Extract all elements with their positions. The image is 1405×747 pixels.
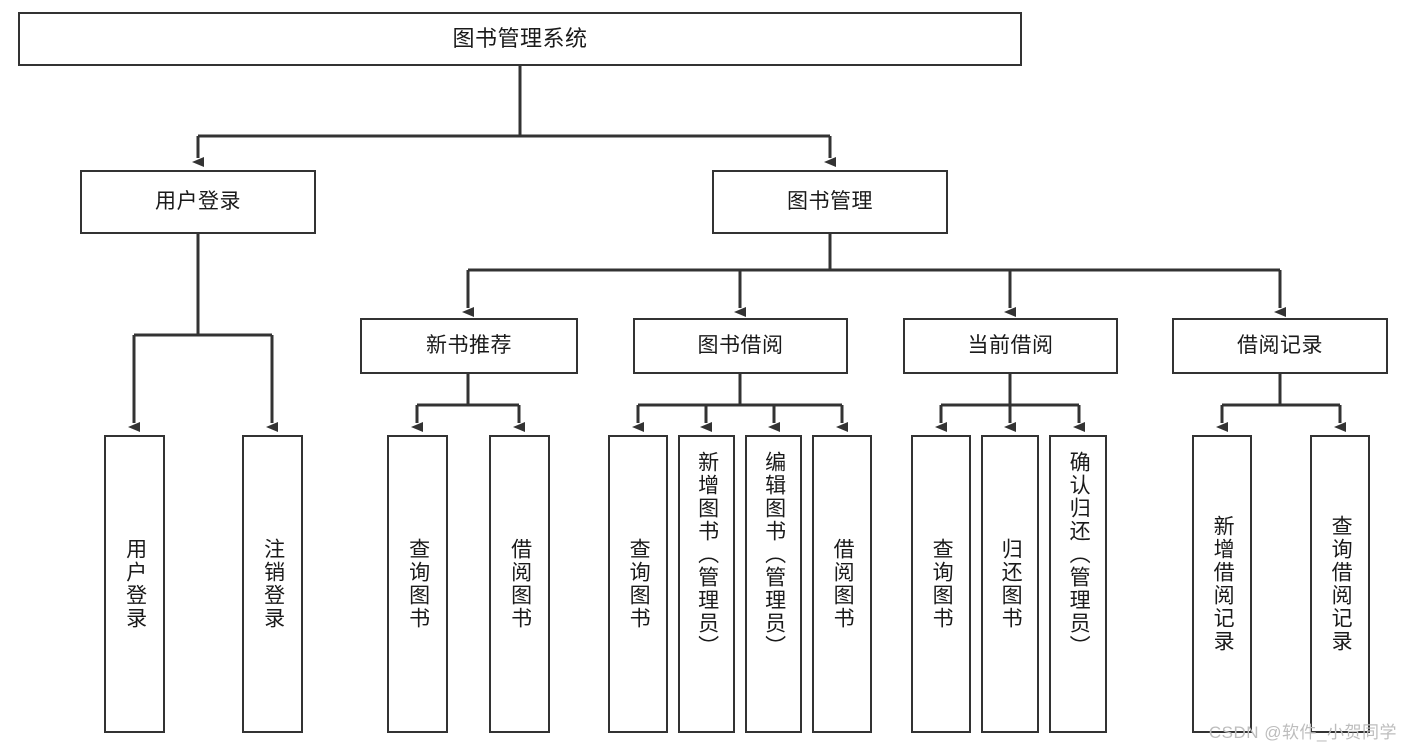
node-leaf-borrow-book-nb[interactable]: 借阅图书 (489, 435, 550, 733)
node-leaf-edit-book-label: 编辑图书（管理员） (762, 451, 786, 658)
node-leaf-logout-label: 注销登录 (261, 538, 285, 630)
node-book-borrow[interactable]: 图书借阅 (633, 318, 848, 374)
node-leaf-return-book-label: 归还图书 (999, 538, 1023, 630)
node-leaf-query-record-label: 查询借阅记录 (1329, 515, 1353, 653)
node-leaf-user-login[interactable]: 用户登录 (104, 435, 165, 733)
node-leaf-query-book-bb[interactable]: 查询图书 (608, 435, 668, 733)
node-leaf-add-record[interactable]: 新增借阅记录 (1192, 435, 1252, 733)
node-book-borrow-label: 图书借阅 (697, 334, 784, 358)
node-user-login-label: 用户登录 (155, 190, 241, 214)
node-root-label: 图书管理系统 (452, 25, 588, 51)
node-leaf-query-book-nb-label: 查询图书 (406, 538, 430, 630)
node-leaf-query-book-cb-label: 查询图书 (930, 538, 954, 630)
node-root[interactable]: 图书管理系统 (18, 12, 1022, 66)
node-new-book-recommend-label: 新书推荐 (426, 334, 512, 358)
node-current-borrow[interactable]: 当前借阅 (903, 318, 1118, 374)
node-leaf-query-book-bb-label: 查询图书 (627, 538, 651, 630)
node-leaf-confirm-return[interactable]: 确认归还（管理员） (1049, 435, 1107, 733)
node-leaf-query-book-cb[interactable]: 查询图书 (911, 435, 971, 733)
node-leaf-confirm-return-label: 确认归还（管理员） (1067, 451, 1091, 658)
node-leaf-borrow-book-nb-label: 借阅图书 (508, 538, 532, 630)
node-leaf-user-login-label: 用户登录 (123, 538, 147, 630)
node-current-borrow-label: 当前借阅 (967, 334, 1054, 358)
node-user-login[interactable]: 用户登录 (80, 170, 316, 234)
node-leaf-edit-book[interactable]: 编辑图书（管理员） (745, 435, 802, 733)
node-leaf-logout[interactable]: 注销登录 (242, 435, 303, 733)
node-leaf-add-book-label: 新增图书（管理员） (695, 451, 719, 658)
node-leaf-query-book-nb[interactable]: 查询图书 (387, 435, 448, 733)
node-new-book-recommend[interactable]: 新书推荐 (360, 318, 578, 374)
node-leaf-return-book[interactable]: 归还图书 (981, 435, 1039, 733)
node-leaf-query-record[interactable]: 查询借阅记录 (1310, 435, 1370, 733)
node-book-manage[interactable]: 图书管理 (712, 170, 948, 234)
node-book-manage-label: 图书管理 (787, 190, 873, 214)
node-borrow-record-label: 借阅记录 (1237, 334, 1323, 358)
node-leaf-borrow-book-bb-label: 借阅图书 (831, 538, 855, 630)
node-leaf-add-record-label: 新增借阅记录 (1211, 515, 1235, 653)
node-leaf-borrow-book-bb[interactable]: 借阅图书 (812, 435, 872, 733)
node-borrow-record[interactable]: 借阅记录 (1172, 318, 1388, 374)
node-leaf-add-book[interactable]: 新增图书（管理员） (678, 435, 735, 733)
